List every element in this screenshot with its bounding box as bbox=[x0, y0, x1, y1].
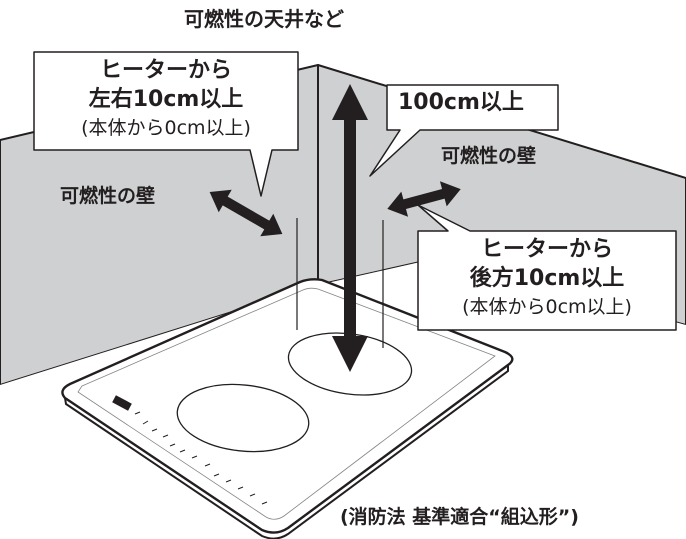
ceiling-label: 可燃性の天井など bbox=[184, 7, 344, 31]
callout-side: ヒーターから 左右10cm以上 (本体から0cm以上) bbox=[38, 56, 294, 143]
callout-back-box bbox=[417, 204, 677, 331]
left-wall-label: 可燃性の壁 bbox=[60, 185, 156, 207]
callout-side-line3: (本体から0cm以上) bbox=[81, 117, 251, 139]
callout-side-box bbox=[33, 51, 299, 197]
control-panel-marks bbox=[134, 411, 268, 505]
footer-note: (消防法 基準適合“組込形”) bbox=[340, 506, 579, 528]
callout-top: 100cm以上 bbox=[398, 90, 524, 115]
callout-back-line2: 後方10cm以上 bbox=[469, 266, 625, 291]
right-wall-label: 可燃性の壁 bbox=[441, 145, 537, 167]
rear-clearance-arrow bbox=[387, 181, 461, 217]
callout-back-line1: ヒーターから bbox=[480, 237, 613, 262]
burner-left bbox=[176, 383, 310, 453]
callout-back: ヒーターから 後方10cm以上 (本体から0cm以上) bbox=[422, 235, 672, 322]
control-panel-display bbox=[112, 395, 132, 411]
callout-side-line1: ヒーターから bbox=[99, 58, 232, 83]
callout-side-line2: 左右10cm以上 bbox=[88, 87, 244, 112]
callout-top-box bbox=[369, 84, 559, 177]
side-clearance-arrow bbox=[209, 189, 283, 237]
vertical-clearance-arrow bbox=[332, 84, 368, 372]
cooktop-bevel bbox=[77, 287, 496, 520]
callout-back-line3: (本体から0cm以上) bbox=[462, 296, 632, 318]
